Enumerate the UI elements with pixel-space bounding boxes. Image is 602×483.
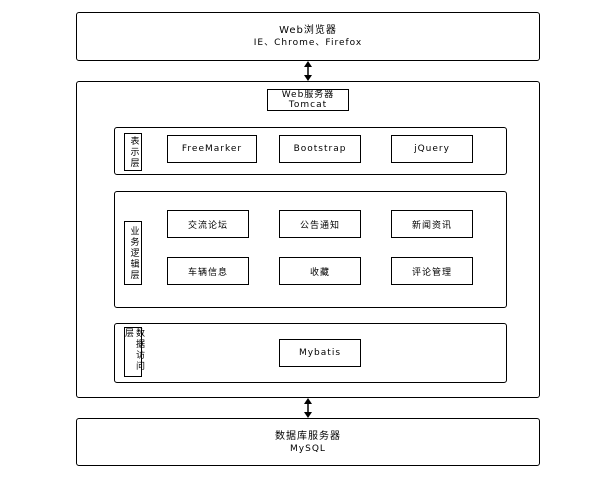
component-comment-management: 评论管理 (391, 257, 473, 285)
component-vehicle-info: 车辆信息 (167, 257, 249, 285)
component-news: 新闻资讯 (391, 210, 473, 238)
web-browser-subtitle: IE、Chrome、Firefox (253, 38, 363, 48)
web-server-title: Web服务器 (281, 90, 335, 100)
browser-server-arrow (302, 61, 314, 81)
component-bootstrap: Bootstrap (279, 135, 361, 163)
server-database-arrow (302, 398, 314, 418)
database-server-subtitle: MySQL (290, 443, 326, 454)
component-notice: 公告通知 (279, 210, 361, 238)
business-layer-label: 业务逻辑层 (124, 221, 142, 285)
database-server-title: 数据库服务器 (275, 430, 341, 442)
database-server-box: 数据库服务器 MySQL (76, 418, 540, 466)
web-server-subtitle: Tomcat (288, 100, 328, 110)
business-layer-box (114, 191, 507, 308)
component-jquery: jQuery (391, 135, 473, 163)
component-mybatis: Mybatis (279, 339, 361, 367)
web-browser-title: Web浏览器 (279, 25, 337, 36)
presentation-layer-label: 表示层 (124, 133, 142, 171)
component-favorites: 收藏 (279, 257, 361, 285)
web-server-title-box: Web服务器 Tomcat (267, 89, 349, 111)
component-forum: 交流论坛 (167, 210, 249, 238)
component-freemarker: FreeMarker (167, 135, 257, 163)
web-browser-box: Web浏览器 IE、Chrome、Firefox (76, 12, 540, 61)
data-access-layer-label: 数据访问层 (123, 327, 144, 377)
